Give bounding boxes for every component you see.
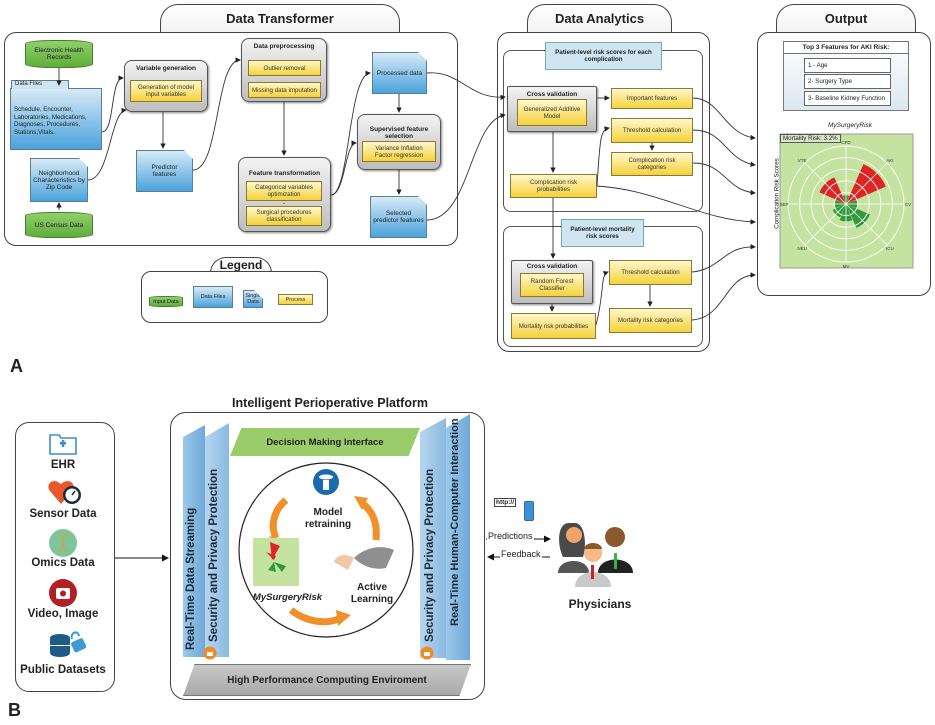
outlier-removal-step: Outlier removal: [248, 60, 321, 76]
supervised-selection-title: Supervised feature selection: [369, 126, 429, 140]
grid-spoke: [845, 162, 888, 205]
categorical-optimization-step: Categorical variables optimization: [246, 181, 322, 201]
chart-title: MySurgeryRisk: [827, 122, 873, 129]
decision-making-interface: Decision Making Interface: [230, 428, 420, 456]
mobile-phone-icon: [524, 501, 534, 521]
data-transformer-tab: Data Transformer: [160, 4, 400, 34]
top-feature-1: 1 - Age: [804, 58, 891, 73]
legend-input-data: Input Data: [149, 296, 183, 307]
top-feature-2: 2- Surgery Type: [804, 74, 891, 89]
feature-transformation-title: Feature transformation: [248, 170, 321, 177]
rose-chart: CFD AKI CV ICU MV NEU SEP VTE: [779, 133, 914, 269]
axis-label-sep: SEP: [779, 202, 788, 207]
complication-categories-box: Complication risk categories: [611, 152, 693, 176]
left-bar-security: [205, 423, 229, 657]
omics-dna-icon: [49, 529, 77, 557]
physicians-icon: [558, 523, 633, 587]
grid-spoke: [845, 203, 888, 246]
data-files-label: Data Files: [11, 80, 69, 89]
variable-generation-step: Generation of model input variables: [130, 80, 202, 102]
physicians-label: Physicians: [568, 597, 632, 611]
grid-spoke: [804, 203, 847, 246]
video-camera-icon: [49, 579, 77, 607]
axis-label-mv: MV: [843, 264, 850, 269]
data-preprocessing-title: Data preprocessing: [253, 43, 315, 50]
ehr-cylinder: Electronic Health Records: [25, 40, 93, 68]
grid-spoke: [804, 162, 847, 205]
selected-features-doc: Selected predictor features: [370, 196, 427, 238]
legend-title: Legend: [219, 258, 263, 272]
legend-process: Process: [278, 294, 313, 305]
census-cylinder: US Census Data: [25, 212, 93, 238]
source-omics-data: Omics Data: [31, 557, 95, 569]
output-title: Output: [824, 11, 868, 26]
complication-probabilities-box: Complication risk probabilities: [510, 174, 597, 198]
right-bar-security: [420, 418, 446, 658]
neighborhood-doc: Neighborhood Characteristics by Zip Code: [30, 158, 88, 202]
connectors-a: [56, 57, 756, 326]
vif-regression-step: Variance Inflation Factor regression: [362, 141, 436, 162]
lock-icon-right: [420, 646, 434, 660]
lock-icon-left: [203, 646, 217, 660]
axis-label-aki: AKI: [886, 158, 893, 163]
gam-model: Generalized Additive Model: [517, 99, 587, 126]
surgical-classification-step: Surgical procedures classification: [246, 206, 322, 226]
complication-scores-header: Patient-level risk scores for each compl…: [545, 42, 662, 70]
predictions-label: Predictions: [487, 531, 534, 541]
connectors-b: [115, 535, 551, 562]
random-forest-model: Random Forest Classifier: [520, 273, 584, 297]
legend-tab: Legend: [210, 257, 272, 273]
source-video-image: Video, Image: [27, 608, 99, 620]
data-files-content: Schedule, Encounter, Laboratories, Medic…: [14, 106, 87, 136]
hpc-environment: High Performance Computing Enviroment: [183, 664, 471, 696]
complication-threshold-box: Threshold calculation: [611, 118, 693, 143]
right-bar-hci: [446, 414, 470, 660]
mysurgeryrisk-label: MySurgeryRisk: [252, 592, 323, 603]
panel-label-a: A: [10, 356, 23, 376]
axis-label-icu: ICU: [886, 246, 894, 251]
source-ehr: EHR: [50, 459, 76, 471]
ehr-folder-icon: [49, 434, 77, 455]
axis-label-neu: NEU: [797, 246, 807, 251]
legend-single-data: Single Data: [243, 290, 263, 308]
left-bar-streaming: [183, 425, 205, 657]
missing-imputation-step: Missing data imputation: [248, 82, 321, 98]
feedback-label: Feedback: [500, 549, 542, 559]
public-database-icon: [50, 631, 87, 657]
output-tab: Output: [776, 4, 916, 34]
processed-data-doc: Processed data: [372, 52, 427, 94]
axis-label-cfd: CFD: [841, 140, 851, 145]
source-public-datasets: Public Datasets: [20, 664, 106, 676]
mortality-threshold-box: Threshold calculation: [609, 260, 692, 285]
learning-cycle: [238, 462, 414, 638]
http-icon: http://: [494, 498, 517, 507]
mortality-cv-title: Cross validation: [526, 263, 578, 270]
active-learning-label: Active Learning: [350, 582, 394, 605]
data-transformer-title: Data Transformer: [226, 11, 334, 26]
legend-data-files: Data Files: [193, 286, 233, 308]
panel-label-b: B: [8, 700, 21, 720]
mortality-probabilities-box: Mortality risk probabilities: [511, 313, 596, 339]
source-sensor-data: Sensor Data: [29, 508, 97, 520]
top-feature-3: 3- Baseline Kidney Function: [804, 91, 891, 106]
mortality-categories-box: Mortality risk categories: [609, 308, 692, 333]
top-features-title: Top 3 Features for AKI Risk:: [784, 42, 908, 54]
data-analytics-title: Data Analytics: [554, 11, 645, 26]
mortality-scores-header: Patient-level mortality risk scores: [561, 219, 644, 247]
data-files-folder: Data Files Schedule, Encounter, Laborato…: [10, 80, 102, 150]
model-retraining-label: Model retraining: [304, 507, 352, 530]
complication-cv-title: Cross validation: [526, 91, 578, 98]
data-analytics-tab: Data Analytics: [527, 4, 672, 34]
important-features-box: Important features: [611, 88, 693, 109]
axis-label-vte: VTE: [798, 158, 807, 163]
variable-generation-title: Variable generation: [136, 65, 196, 72]
predictor-features-doc: Predictor features: [136, 150, 193, 192]
platform-title: Intelligent Perioperative Platform: [232, 396, 428, 410]
sensor-heart-icon: [48, 481, 81, 504]
axis-label-cv: CV: [905, 202, 911, 207]
mortality-risk-badge: Mortality Risk: 3.2%: [780, 134, 841, 143]
